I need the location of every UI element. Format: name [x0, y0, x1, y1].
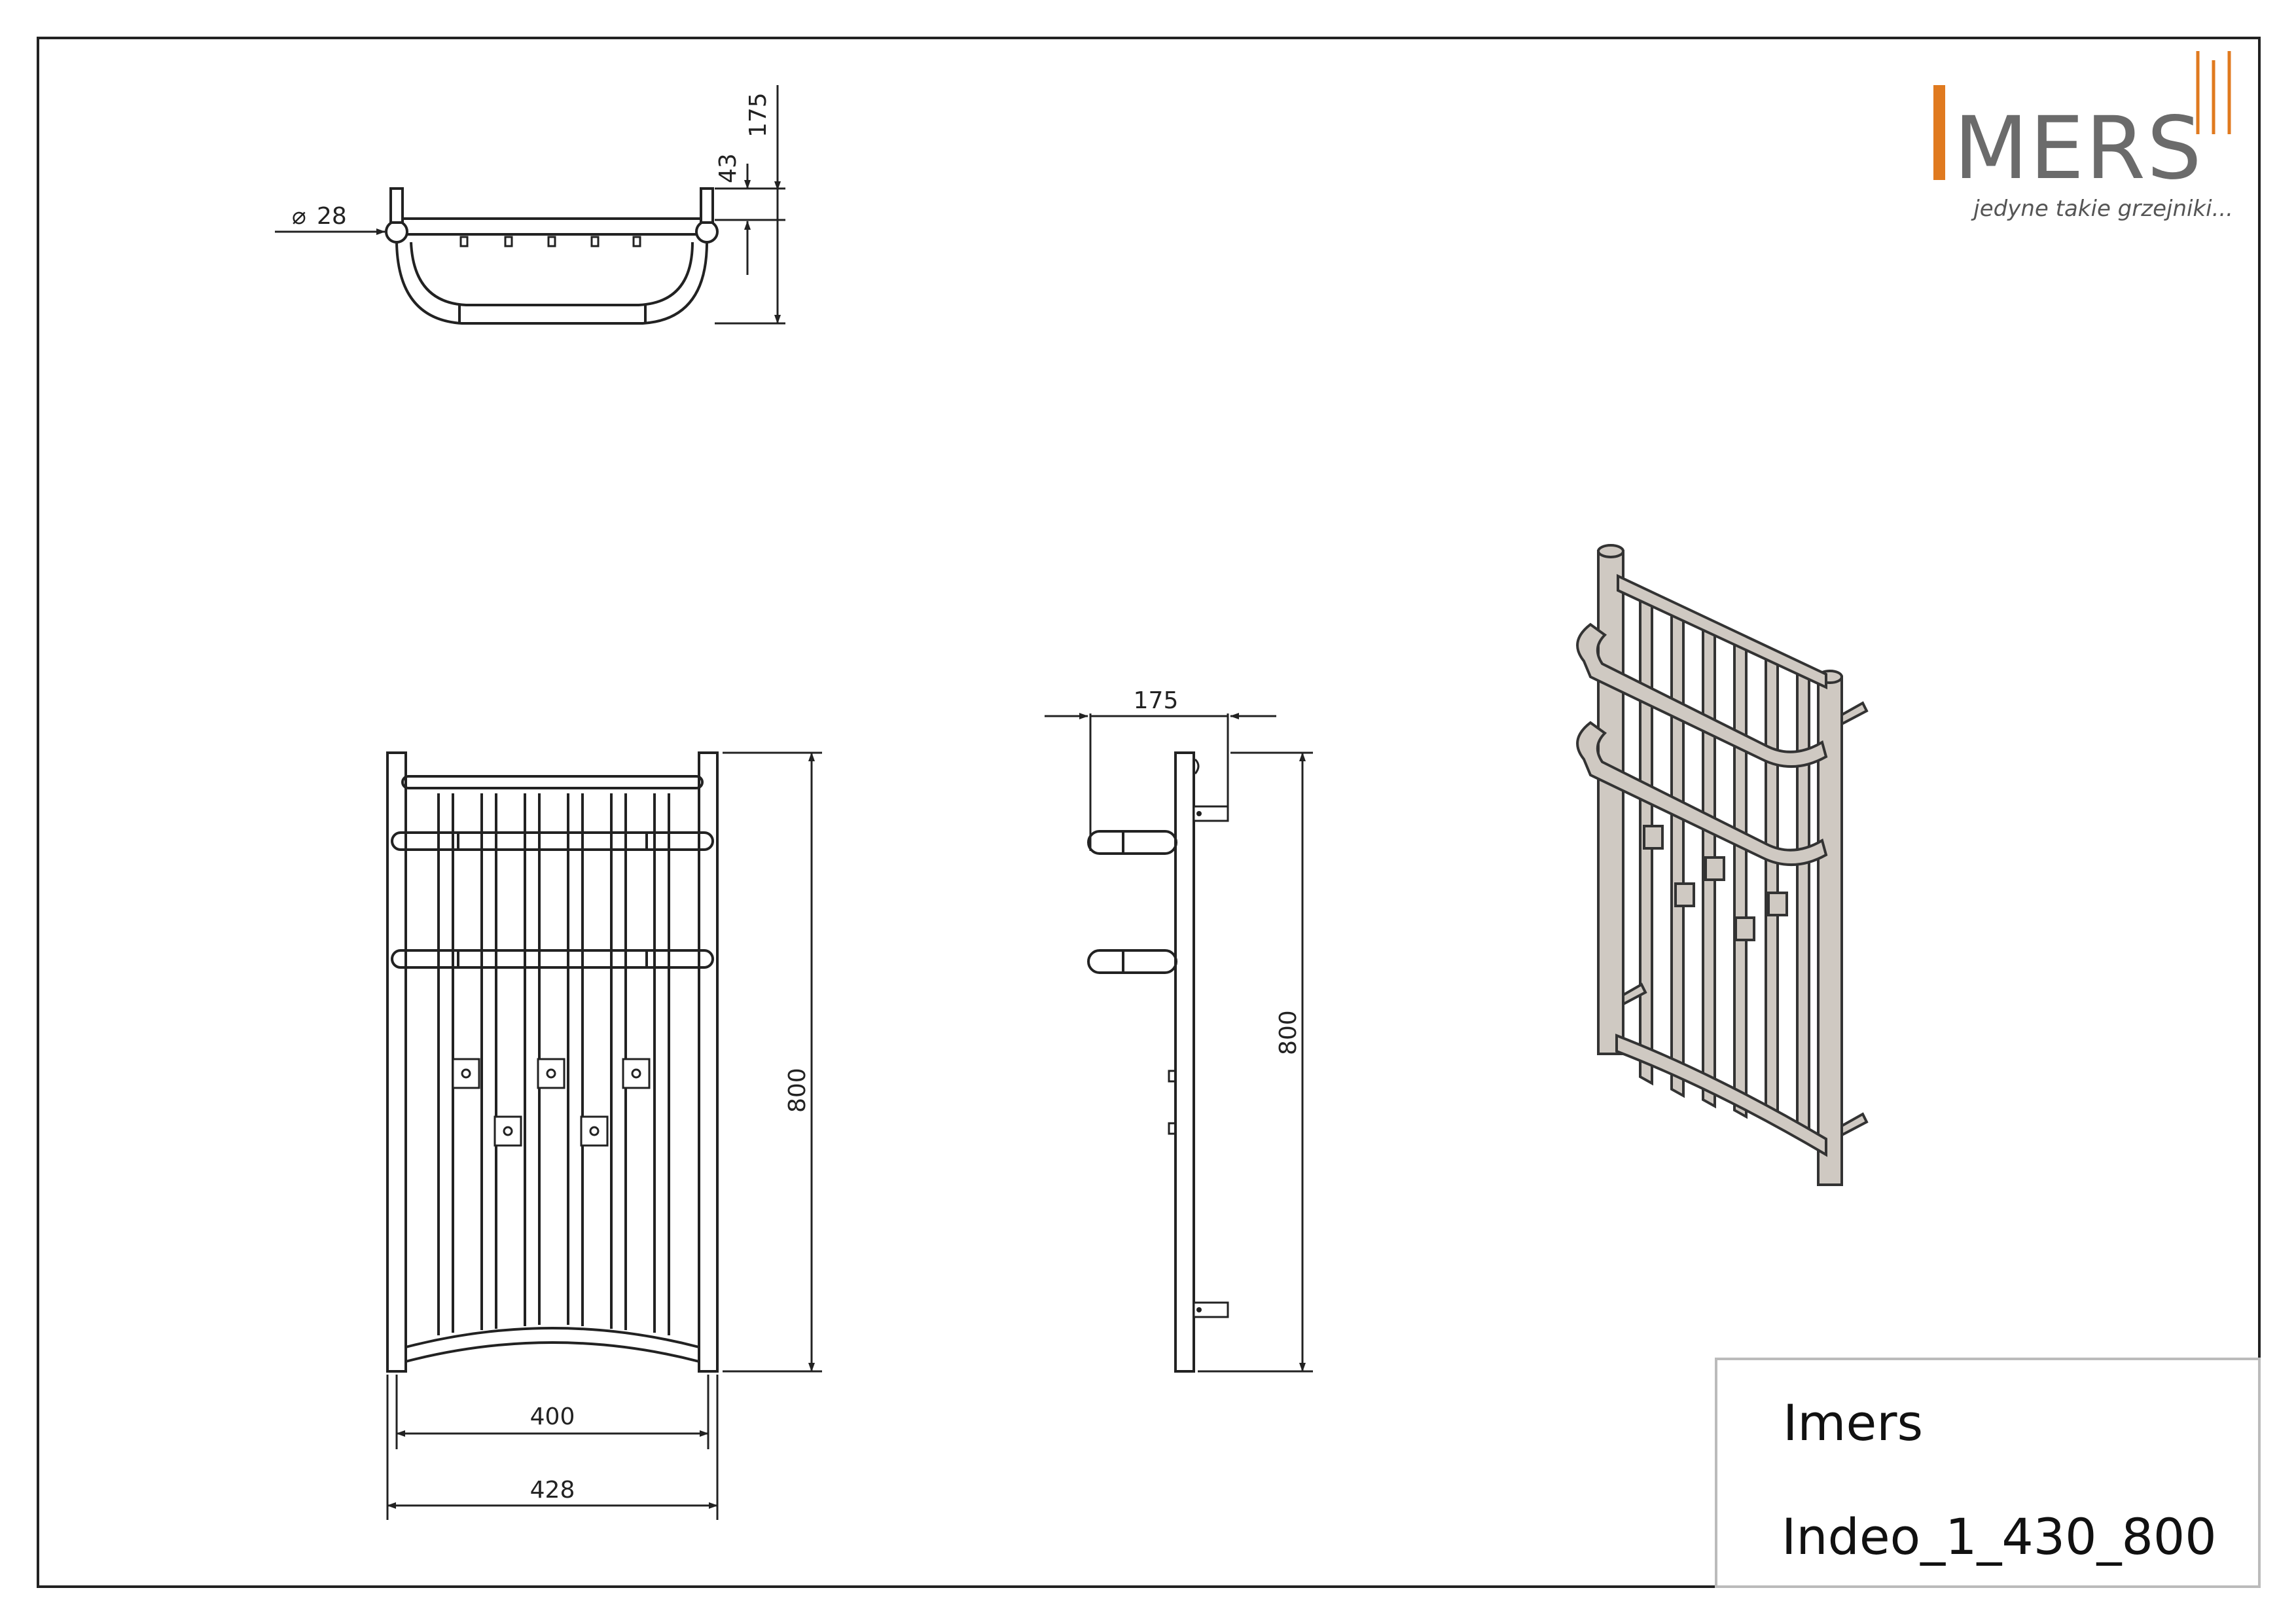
logo-wordmark: MERS: [1954, 98, 2203, 199]
top-view: [275, 85, 785, 325]
imers-logo: I MERS jedyne takie grzejniki...: [1933, 51, 2233, 222]
title-block-frame: [1715, 1358, 2261, 1588]
title-block: [1715, 1358, 2261, 1588]
front-view: [386, 751, 822, 1520]
front-view-inner-width-label: 400: [530, 1403, 575, 1430]
top-view-depth-label: 175: [745, 92, 772, 137]
top-view-offset-label: 43: [715, 153, 742, 183]
title-block-model: Indeo_1_430_800: [1782, 1507, 2217, 1566]
front-view-outer-width-label: 428: [530, 1477, 575, 1504]
front-view-height-label: 800: [784, 1068, 811, 1113]
logo-orange-bar: [1933, 85, 1945, 180]
side-view-depth-label: 175: [1134, 687, 1179, 714]
side-view-height-label: 800: [1275, 1010, 1302, 1055]
isometric-view: [1576, 544, 1869, 1186]
top-view-diameter-label: 28: [317, 203, 347, 230]
title-block-company: Imers: [1783, 1394, 1923, 1452]
top-view-diameter-symbol: ⌀: [292, 203, 306, 230]
logo-bars-mark: [2196, 51, 2231, 134]
sheet-border: [37, 37, 2261, 1588]
logo-tagline: jedyne takie grzejniki...: [1971, 196, 2233, 222]
side-view: [1045, 713, 1313, 1373]
